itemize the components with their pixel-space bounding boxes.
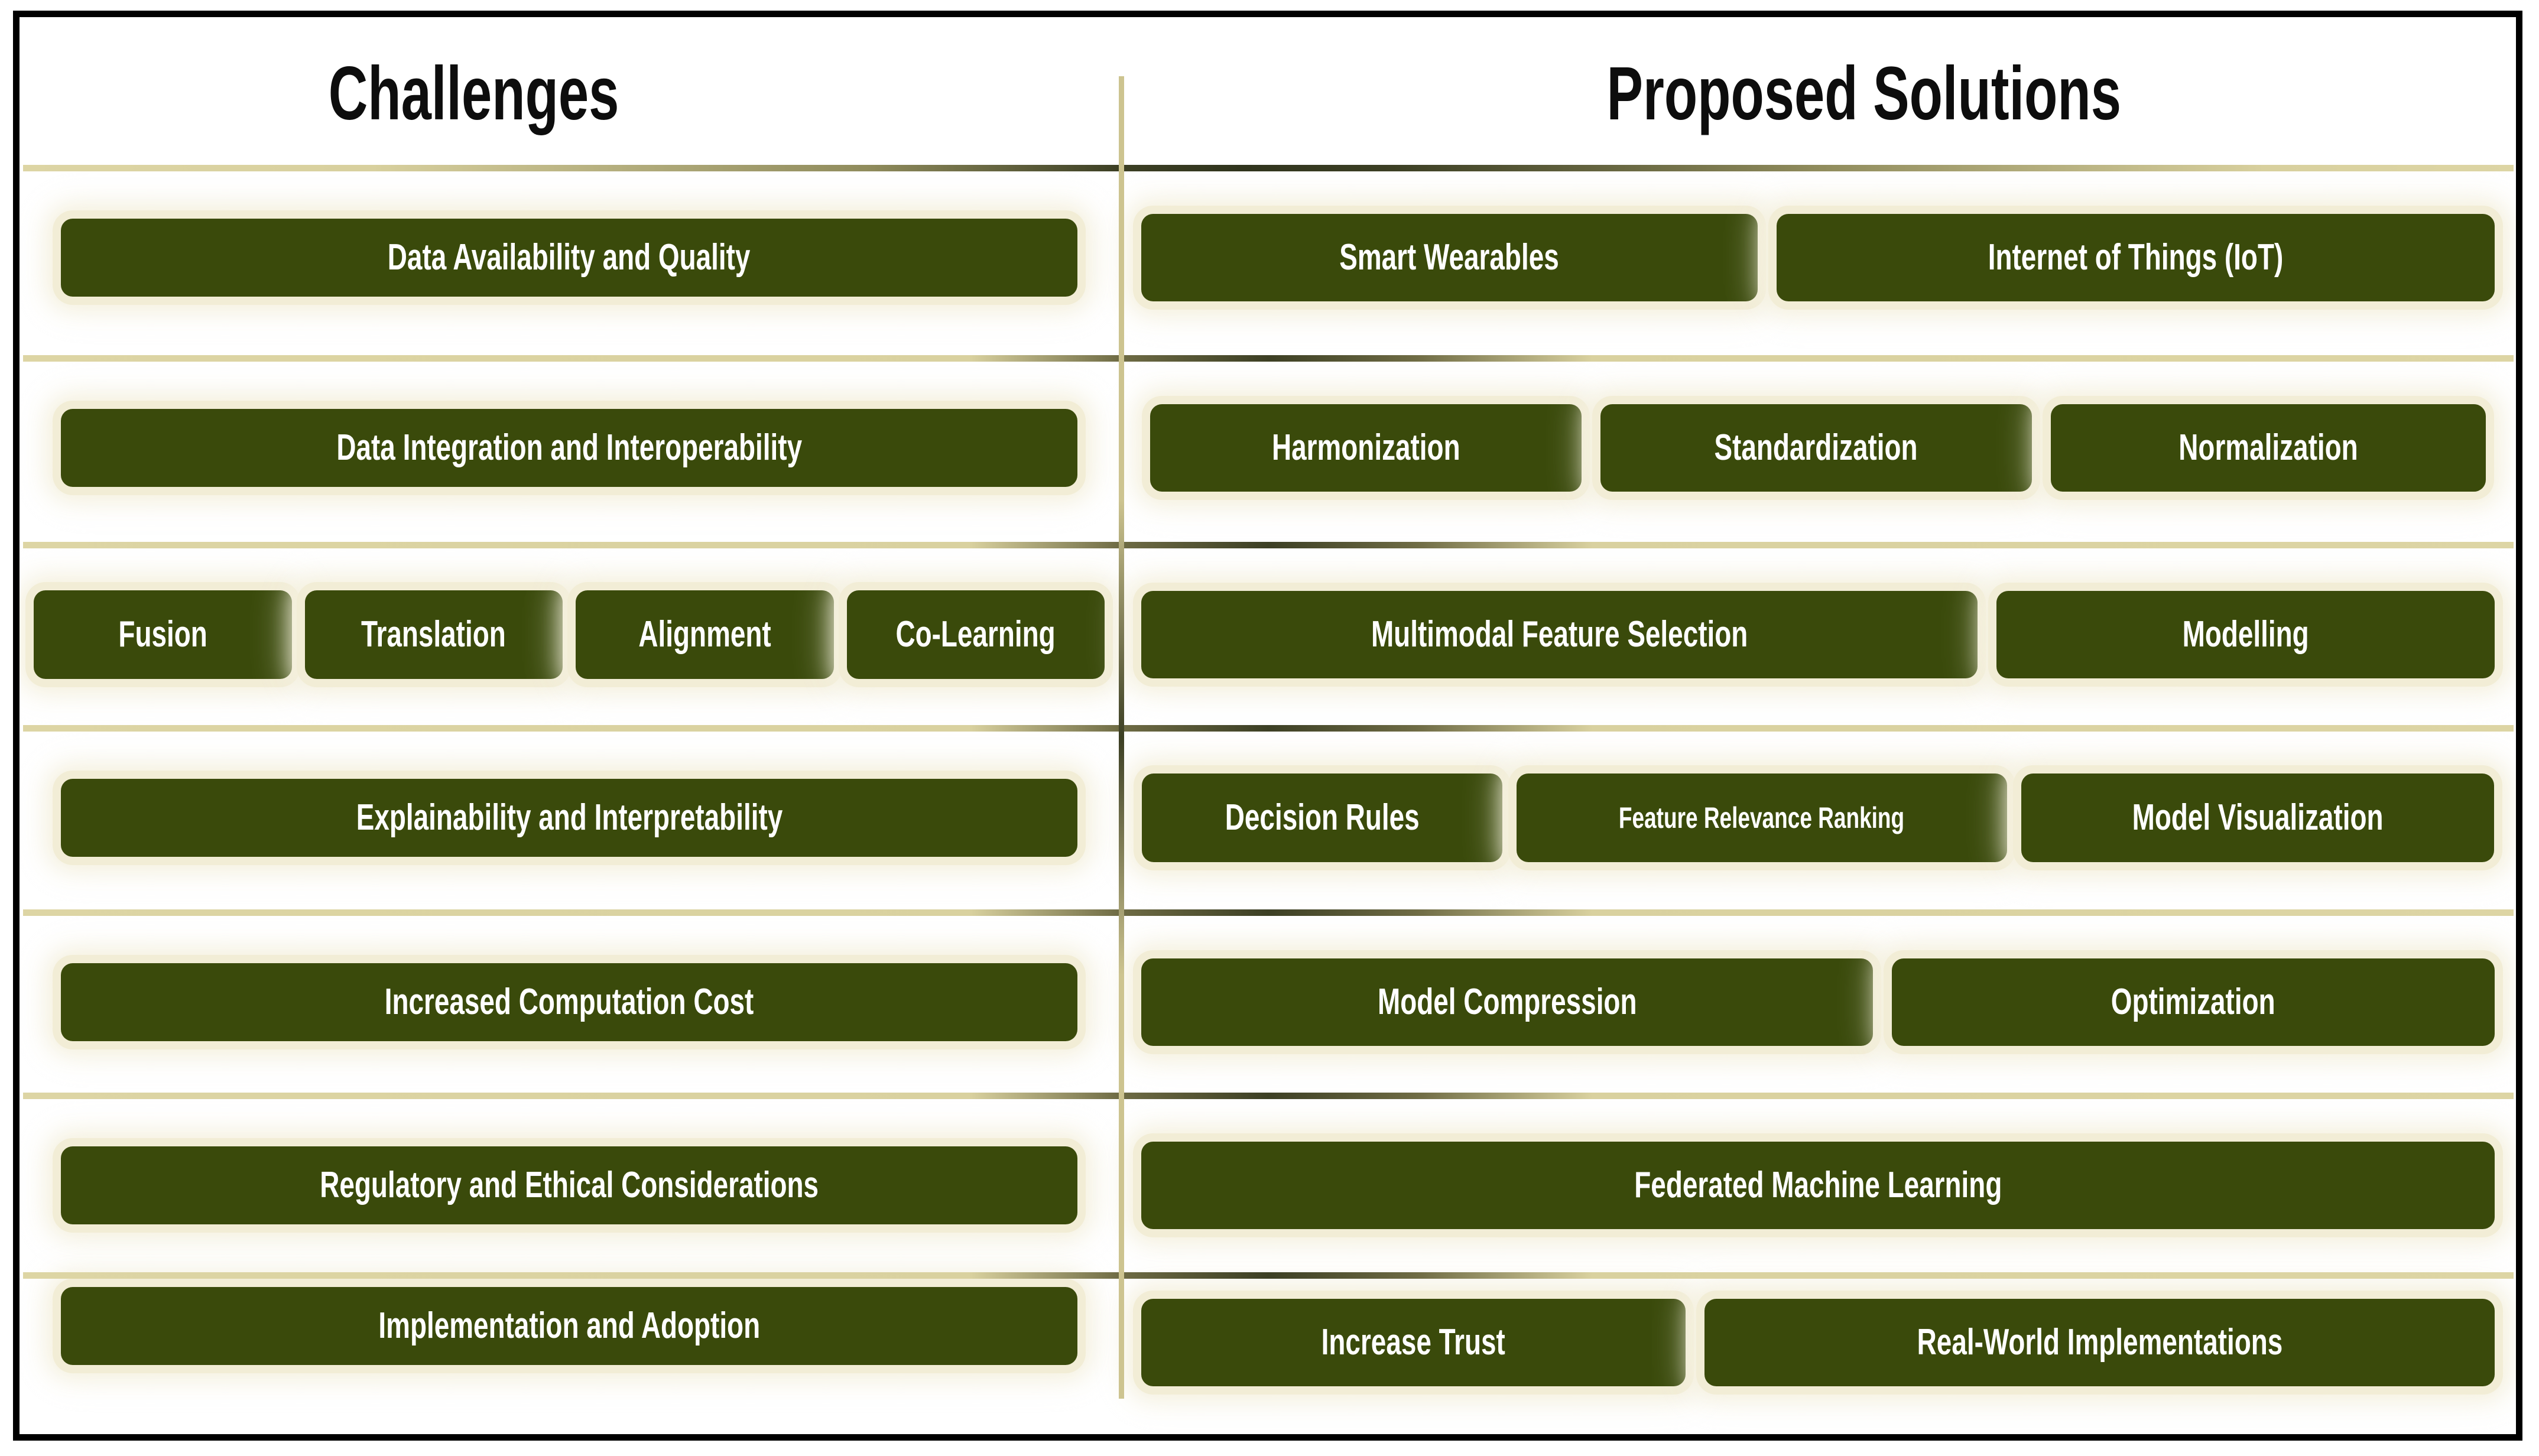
row-3-challenge-cell: Fusion Translation Alignment Co-Learning [20,548,1119,721]
row-4-challenge-cell: Explainability and Interpretability [20,732,1119,904]
chip-challenge-3-colearning[interactable]: Co-Learning [846,590,1105,679]
row-implementation-adoption: Implementation and Adoption Increase Tru… [20,1279,2516,1434]
slide-inner: Challenges Proposed Solutions Data Avail… [20,17,2516,1434]
chip-challenge-3-alignment[interactable]: Alignment [576,590,834,679]
chip-challenge-4[interactable]: Explainability and Interpretability [61,779,1077,857]
row-divider-4 [23,909,2514,916]
row-2-solutions-cell: Harmonization Standardization Normalizat… [1126,362,2510,534]
row-divider-6 [23,1272,2514,1279]
chip-solution-2-3[interactable]: Normalization [2051,404,2486,492]
row-divider-5 [23,1093,2514,1099]
header-row: Challenges Proposed Solutions [20,17,2516,170]
chip-challenge-3-fusion[interactable]: Fusion [34,590,292,679]
row-explainability: Explainability and Interpretability Deci… [20,732,2516,904]
column-divider [1119,76,1124,1399]
row-7-challenge-cell: Implementation and Adoption [20,1279,1119,1434]
row-data-integration: Data Integration and Interoperability Ha… [20,362,2516,534]
row-2-challenge-cell: Data Integration and Interoperability [20,362,1119,534]
chip-challenge-5[interactable]: Increased Computation Cost [61,963,1077,1041]
chip-challenge-6[interactable]: Regulatory and Ethical Considerations [61,1146,1077,1224]
row-4-solutions-cell: Decision Rules Feature Relevance Ranking… [1126,732,2510,904]
row-6-solutions-cell: Federated Machine Learning [1126,1099,2510,1272]
chip-solution-2-2[interactable]: Standardization [1600,404,2032,492]
chip-solution-4-2[interactable]: Feature Relevance Ranking [1517,774,2007,862]
chip-challenge-2[interactable]: Data Integration and Interoperability [61,409,1077,487]
row-divider-3 [23,725,2514,732]
chip-solution-3-2[interactable]: Modelling [1996,591,2495,678]
column-header-proposed-solutions: Proposed Solutions [1606,51,2121,136]
chip-solution-1-1[interactable]: Smart Wearables [1141,214,1758,301]
row-7-solutions-cell: Increase Trust Real-World Implementation… [1126,1279,2510,1434]
row-1-solutions-cell: Smart Wearables Internet of Things (IoT) [1126,171,2510,344]
header-divider [23,165,2514,171]
row-divider-1 [23,355,2514,362]
column-header-challenges: Challenges [328,51,619,136]
chip-solution-1-2[interactable]: Internet of Things (IoT) [1776,214,2495,301]
row-data-availability: Data Availability and Quality Smart Wear… [20,171,2516,344]
chip-solution-2-1[interactable]: Harmonization [1150,404,1582,492]
chip-solution-6-1[interactable]: Federated Machine Learning [1141,1142,2495,1229]
chip-solution-5-2[interactable]: Optimization [1891,958,2495,1046]
chip-solution-7-1[interactable]: Increase Trust [1141,1299,1686,1386]
row-5-challenge-cell: Increased Computation Cost [20,916,1119,1088]
slide-frame: Challenges Proposed Solutions Data Avail… [13,11,2522,1441]
chip-solution-5-1[interactable]: Model Compression [1141,958,1873,1046]
chip-solution-3-1[interactable]: Multimodal Feature Selection [1141,591,1978,678]
row-3-solutions-cell: Multimodal Feature Selection Modelling [1126,548,2510,721]
chip-solution-4-1[interactable]: Decision Rules [1142,774,1502,862]
chip-challenge-3-translation[interactable]: Translation [304,590,563,679]
row-1-challenge-cell: Data Availability and Quality [20,171,1119,344]
chip-solution-7-2[interactable]: Real-World Implementations [1704,1299,2495,1386]
chip-challenge-1[interactable]: Data Availability and Quality [61,219,1077,297]
row-regulatory-ethical: Regulatory and Ethical Considerations Fe… [20,1099,2516,1272]
row-multimodal-challenges: Fusion Translation Alignment Co-Learning… [20,548,2516,721]
row-divider-2 [23,542,2514,548]
chip-solution-4-3[interactable]: Model Visualization [2021,774,2494,862]
row-5-solutions-cell: Model Compression Optimization [1126,916,2510,1088]
chip-challenge-7[interactable]: Implementation and Adoption [61,1287,1077,1365]
row-computation-cost: Increased Computation Cost Model Compres… [20,916,2516,1088]
row-6-challenge-cell: Regulatory and Ethical Considerations [20,1099,1119,1272]
